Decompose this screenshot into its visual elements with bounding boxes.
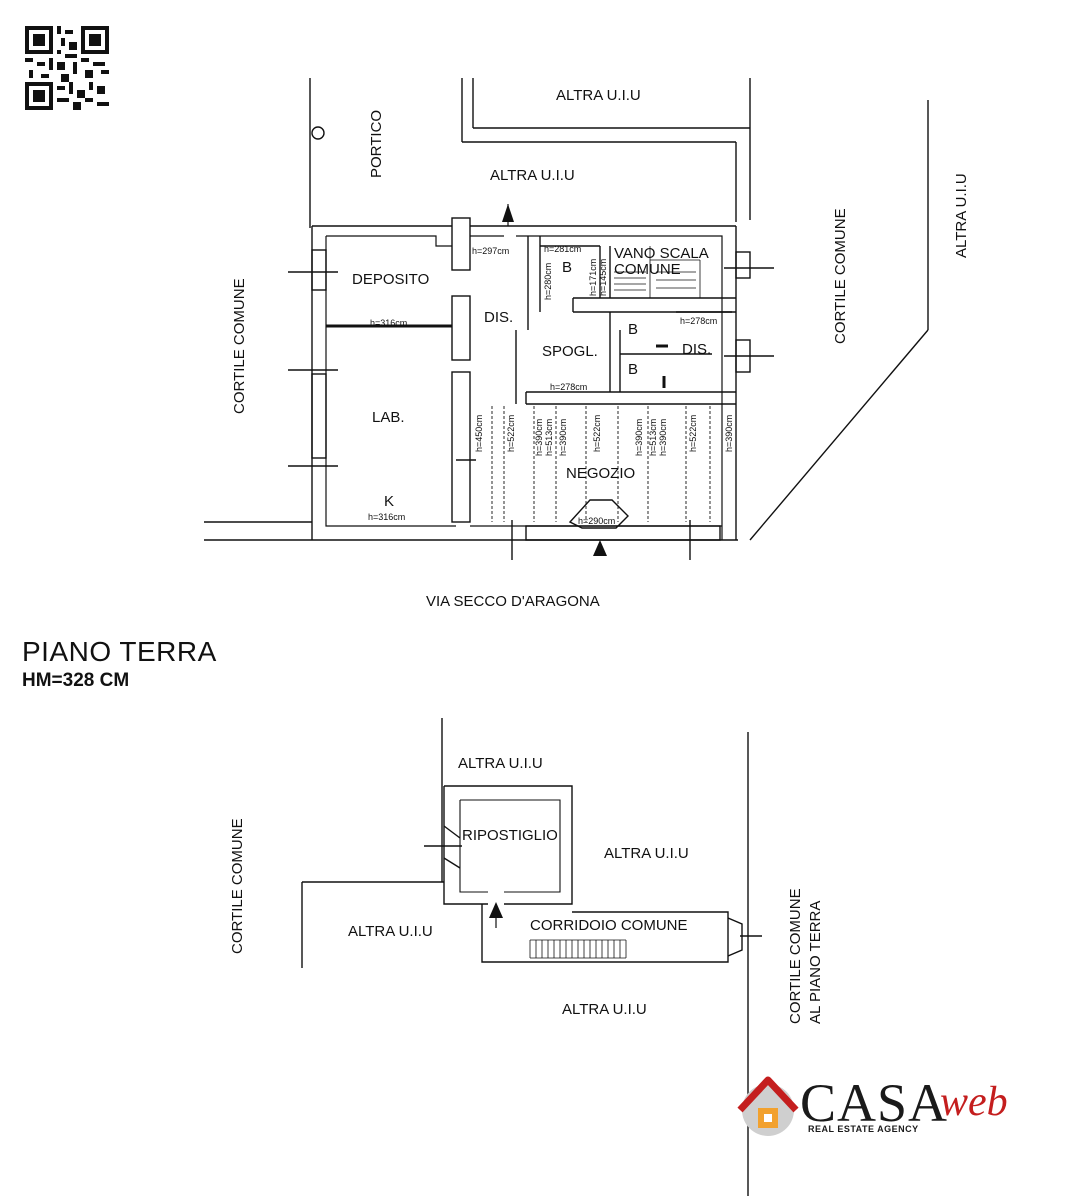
entrance-bay (568, 499, 629, 529)
room-negozio: NEGOZIO (566, 465, 635, 482)
label-annex-cortile-right-1: CORTILE COMUNE (787, 888, 804, 1024)
height-label: h=513cm (648, 419, 658, 456)
room-b-1: B (562, 259, 572, 276)
height-label: h=316cm (368, 512, 405, 522)
height-label: h=390cm (558, 419, 568, 456)
height-label: h=522cm (592, 415, 602, 452)
label-altra-right: ALTRA U.I.U (953, 173, 970, 258)
label-annex-altra-top: ALTRA U.I.U (458, 755, 543, 772)
height-label: h=145cm (598, 259, 608, 296)
room-corridoio: CORRIDOIO COMUNE (530, 917, 688, 934)
logo-web: web (940, 1079, 1008, 1125)
qr-code (25, 26, 109, 110)
outer-wall (311, 225, 738, 541)
height-label: h=281cm (544, 244, 581, 254)
room-lab: LAB. (372, 409, 405, 426)
annex-arrow (489, 902, 503, 918)
floor-title: PIANO TERRA (22, 636, 217, 667)
room-dis-1: DIS. (484, 309, 513, 326)
label-annex-cortile-left: CORTILE COMUNE (229, 818, 246, 954)
height-label: h=297cm (472, 246, 509, 256)
pillar-2 (451, 295, 471, 361)
label-annex-altra-bottom: ALTRA U.I.U (562, 1001, 647, 1018)
logo-word: CASA (800, 1073, 949, 1133)
wall-lab (451, 371, 471, 523)
height-label: h=522cm (506, 415, 516, 452)
label-annex-cortile-right-2: AL PIANO TERRA (807, 901, 824, 1024)
room-dis-2: DIS. (682, 341, 711, 358)
diagonal-boundary (749, 329, 929, 541)
annex-plan (301, 718, 762, 1196)
height-label: h=278cm (550, 382, 587, 392)
window-left-1 (311, 249, 327, 291)
room-spogl: SPOGL. (542, 343, 598, 360)
entry-arrow-bottom (593, 540, 607, 556)
room-b-2: B (628, 321, 638, 338)
room-ripostiglio: RIPOSTIGLIO (462, 827, 558, 844)
height-label: h=280cm (543, 263, 553, 300)
annex-stair-steps (529, 939, 627, 959)
height-label: h=390cm (534, 419, 544, 456)
room-deposito: DEPOSITO (352, 271, 429, 288)
floor-height: HM=328 CM (22, 670, 130, 691)
height-label: h=316cm (370, 318, 407, 328)
stair-steps (614, 271, 696, 291)
room-b-3: B (628, 361, 638, 378)
room-vano-scala: VANO SCALA (614, 245, 709, 262)
negozio-height-lines (469, 406, 711, 522)
label-street: VIA SECCO D'ARAGONA (426, 593, 600, 610)
room-k: K (384, 493, 394, 510)
height-label: h=522cm (688, 415, 698, 452)
window-left-2 (311, 373, 327, 459)
height-label: h=171cm (588, 259, 598, 296)
label-cortile-left: CORTILE COMUNE (231, 278, 248, 414)
height-label: h=390cm (634, 419, 644, 456)
service-walls (527, 236, 736, 330)
height-label: h=450cm (474, 415, 484, 452)
label-altra-top: ALTRA U.I.U (556, 87, 641, 104)
height-label: h=390cm (724, 415, 734, 452)
shop-window (525, 525, 721, 541)
label-altra-mid: ALTRA U.I.U (490, 167, 575, 184)
pillar-1 (451, 217, 471, 271)
inner-wall (325, 235, 723, 540)
height-label: h=290cm (578, 516, 615, 526)
height-label: h=278cm (680, 316, 717, 326)
label-annex-altra-right: ALTRA U.I.U (604, 845, 689, 862)
label-portico: PORTICO (368, 110, 385, 178)
room-comune: COMUNE (614, 261, 681, 278)
house-logo-icon (737, 1076, 799, 1136)
logo-tagline: REAL ESTATE AGENCY (808, 1124, 919, 1134)
label-annex-altra-left: ALTRA U.I.U (348, 923, 433, 940)
casaweb-logo: CASA web REAL ESTATE AGENCY (734, 1068, 1034, 1148)
height-label: h=513cm (544, 419, 554, 456)
window-right-1 (735, 251, 751, 279)
bath-walls (515, 312, 736, 405)
column (311, 126, 325, 140)
label-cortile-right: CORTILE COMUNE (832, 208, 849, 344)
height-label: h=390cm (658, 419, 668, 456)
stair-box (649, 246, 701, 298)
